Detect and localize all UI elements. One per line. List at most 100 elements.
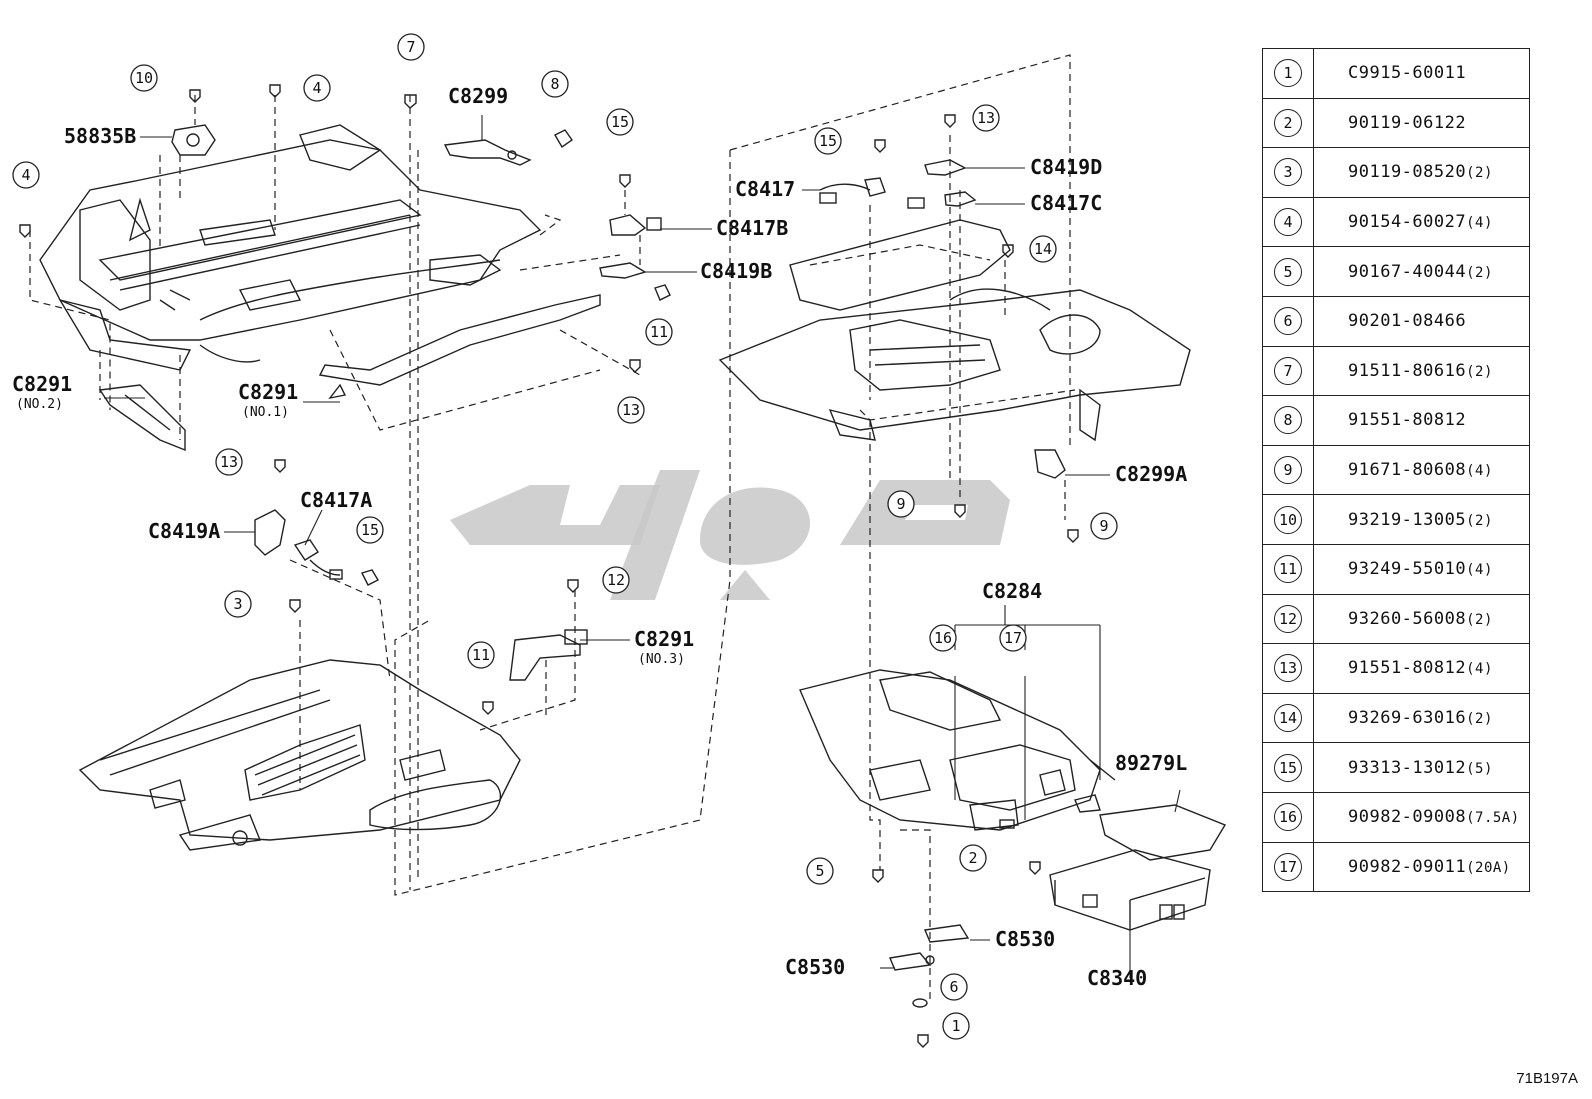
ref-circle-4: 4 bbox=[12, 161, 40, 189]
svg-text:13: 13 bbox=[220, 453, 238, 471]
fasteners bbox=[19, 84, 1079, 1048]
svg-text:2: 2 bbox=[968, 849, 977, 867]
legend-ref-number: 2 bbox=[1274, 108, 1302, 137]
callout-label-c8299a: C8299A bbox=[1115, 462, 1187, 486]
legend-part-number: 91511-80616 bbox=[1348, 360, 1467, 381]
legend-row: 10 93219-13005(2) bbox=[1262, 494, 1530, 545]
callout-label-89279l: 89279L bbox=[1115, 751, 1187, 775]
pad-89279l bbox=[1099, 804, 1227, 861]
callout-label-c8419a: C8419A bbox=[148, 519, 220, 543]
legend-ref-number: 12 bbox=[1274, 604, 1302, 633]
callout-label-c8417c: C8417C bbox=[1030, 191, 1102, 215]
ref-circle-1: 1 bbox=[942, 1012, 970, 1040]
callout-label-c8530: C8530 bbox=[785, 955, 845, 979]
legend-quantity: (2) bbox=[1466, 512, 1493, 529]
legend-quantity: (2) bbox=[1466, 711, 1493, 728]
clip-58835b bbox=[171, 124, 216, 156]
legend-quantity: (4) bbox=[1466, 215, 1493, 232]
ref-circle-3: 3 bbox=[224, 590, 252, 618]
legend-ref-number: 17 bbox=[1274, 852, 1302, 881]
legend-part-number: 90982-09011 bbox=[1348, 856, 1467, 877]
svg-text:12: 12 bbox=[607, 571, 625, 589]
legend-ref-number: 15 bbox=[1274, 753, 1302, 782]
svg-text:6: 6 bbox=[949, 978, 958, 996]
ref-circle-2: 2 bbox=[959, 844, 987, 872]
bracket-c8291-no2 bbox=[98, 384, 186, 452]
callout-label-c8291: C8291 bbox=[634, 627, 694, 651]
legend-ref-number: 3 bbox=[1274, 158, 1302, 187]
connector-c8417a bbox=[254, 509, 379, 586]
legend-quantity: (4) bbox=[1466, 562, 1493, 579]
legend-quantity: (7.5A) bbox=[1466, 810, 1520, 827]
ref-circle-8: 8 bbox=[541, 70, 569, 98]
ref-circle-7: 7 bbox=[397, 33, 425, 61]
legend-part-number: 90982-09008 bbox=[1348, 807, 1467, 828]
legend-quantity: (5) bbox=[1466, 760, 1493, 777]
legend-part-number: 91671-80608 bbox=[1348, 460, 1467, 481]
svg-text:7: 7 bbox=[406, 38, 415, 56]
ref-circle-13: 13 bbox=[215, 448, 243, 476]
svg-text:17: 17 bbox=[1004, 629, 1022, 647]
callout-label-c8417b: C8417B bbox=[716, 216, 788, 240]
svg-text:9: 9 bbox=[896, 495, 905, 513]
rail-c8291-no1 bbox=[318, 294, 601, 400]
svg-text:9: 9 bbox=[1099, 517, 1108, 535]
legend-ref-number: 8 bbox=[1274, 406, 1302, 435]
seat-frame-right bbox=[718, 219, 1191, 442]
ref-circle-17: 17 bbox=[999, 624, 1027, 652]
diagram-reference-code: 71B197A bbox=[1516, 1070, 1578, 1087]
legend-ref-number: 14 bbox=[1274, 704, 1302, 733]
ref-circle-15: 15 bbox=[356, 516, 384, 544]
bracket-c8419d bbox=[924, 159, 967, 176]
module-c8340 bbox=[1049, 849, 1211, 931]
callout-sublabel: (NO.3) bbox=[638, 652, 685, 667]
callout-label-c8291: C8291 bbox=[238, 380, 298, 404]
svg-text:11: 11 bbox=[472, 646, 490, 664]
legend-ref-number: 9 bbox=[1274, 456, 1302, 485]
svg-text:8: 8 bbox=[550, 75, 559, 93]
legend-part-number: 93219-13005 bbox=[1348, 509, 1467, 530]
svg-text:13: 13 bbox=[622, 401, 640, 419]
callout-label-c8291: C8291 bbox=[12, 372, 72, 396]
callout-label-58835b: 58835B bbox=[64, 124, 136, 148]
callout-sublabel: (NO.2) bbox=[16, 397, 63, 412]
svg-text:10: 10 bbox=[135, 69, 153, 87]
bracket-c8299a bbox=[1034, 449, 1066, 479]
legend-part-number: 93269-63016 bbox=[1348, 708, 1467, 729]
ref-circle-11: 11 bbox=[645, 318, 673, 346]
legend-row: 14 93269-63016(2) bbox=[1262, 692, 1530, 744]
base-assembly-lower-right bbox=[799, 669, 1116, 831]
legend-quantity: (2) bbox=[1466, 264, 1493, 281]
ref-circle-12: 12 bbox=[602, 566, 630, 594]
callout-sublabel: (NO.1) bbox=[242, 405, 289, 420]
connector-c8417b bbox=[609, 214, 662, 236]
ref-circle-13: 13 bbox=[972, 104, 1000, 132]
legend-ref-number: 10 bbox=[1274, 505, 1302, 534]
legend-part-number: 93260-56008 bbox=[1348, 608, 1467, 629]
legend-ref-number: 5 bbox=[1274, 257, 1302, 286]
ref-circle-11: 11 bbox=[467, 641, 495, 669]
legend-part-number: 90201-08466 bbox=[1348, 311, 1467, 332]
legend-quantity: (4) bbox=[1466, 661, 1493, 678]
ref-circle-9: 9 bbox=[887, 490, 915, 518]
ref-circle-6: 6 bbox=[940, 973, 968, 1001]
legend-ref-number: 7 bbox=[1274, 356, 1302, 385]
ref-circle-5: 5 bbox=[806, 857, 834, 885]
seat-frame-upper-left bbox=[39, 124, 542, 371]
svg-text:5: 5 bbox=[815, 862, 824, 880]
callout-label-c8419b: C8419B bbox=[700, 259, 772, 283]
svg-text:4: 4 bbox=[21, 166, 30, 184]
